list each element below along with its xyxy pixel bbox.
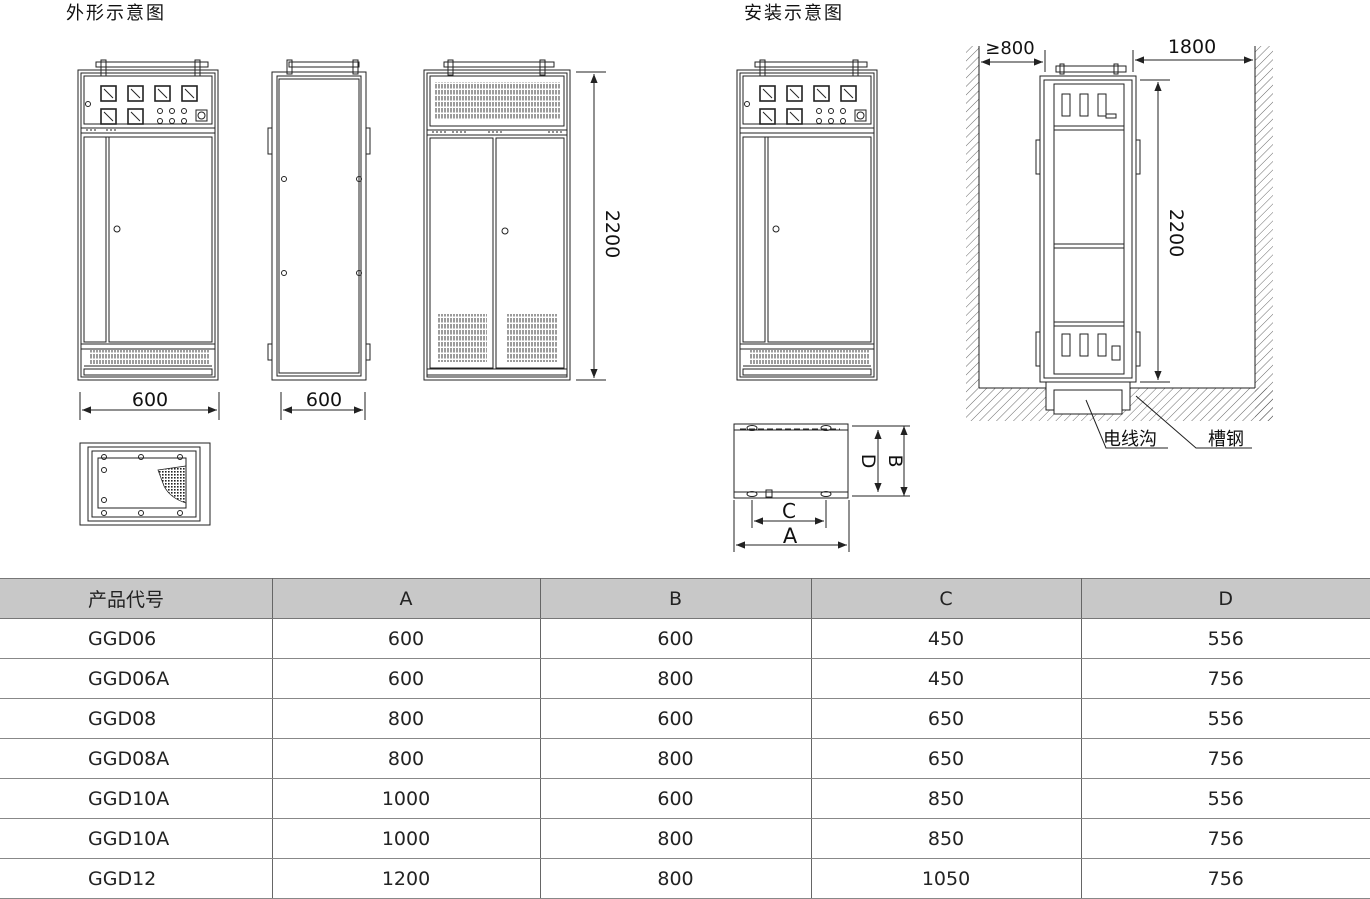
dimension-C-label: C bbox=[782, 499, 796, 523]
product-code-cell: GGD10A bbox=[0, 778, 273, 819]
channel-steel-label: 槽钢 bbox=[1208, 429, 1244, 450]
technical-drawing: 外形示意图 安装示意图 bbox=[66, 3, 1273, 552]
product-code-cell: GGD08 bbox=[0, 698, 273, 739]
table-row: GGD06A 600 800 450 756 bbox=[0, 658, 1370, 699]
front-height-dimension: 2200 bbox=[576, 71, 623, 381]
table-cell: 650 bbox=[811, 698, 1082, 739]
install-height-label: 2200 bbox=[1165, 209, 1187, 257]
column-header-B: B bbox=[540, 578, 812, 619]
product-code-cell: GGD08A bbox=[0, 738, 273, 779]
table-cell: 850 bbox=[811, 778, 1082, 819]
table-cell: 800 bbox=[272, 698, 541, 739]
front-width-dimension: 600 bbox=[79, 389, 220, 420]
column-header-A: A bbox=[272, 578, 541, 619]
table-cell: 850 bbox=[811, 818, 1082, 859]
table-cell: 800 bbox=[540, 858, 812, 899]
table-row: GGD10A 1000 600 850 556 bbox=[0, 778, 1370, 819]
product-code-cell: GGD12 bbox=[0, 858, 273, 899]
product-code-cell: GGD06 bbox=[0, 618, 273, 659]
product-code-cell: GGD06A bbox=[0, 658, 273, 699]
table-cell: 800 bbox=[540, 658, 812, 699]
installation-front-view bbox=[736, 59, 878, 381]
table-row: GGD08A 800 800 650 756 bbox=[0, 738, 1370, 779]
column-header-product-code: 产品代号 bbox=[0, 578, 273, 619]
table-cell: 1000 bbox=[272, 778, 541, 819]
table-header-row: 产品代号 A B C D bbox=[0, 578, 1370, 619]
table-row: GGD12 1200 800 1050 756 bbox=[0, 858, 1370, 899]
table-cell: 1200 bbox=[272, 858, 541, 899]
front-height-label: 2200 bbox=[601, 210, 623, 258]
dimension-D-label: D bbox=[857, 454, 879, 469]
table-cell: 600 bbox=[540, 618, 812, 659]
cable-trench-label: 电线沟 bbox=[1103, 429, 1157, 450]
column-header-D: D bbox=[1081, 578, 1370, 619]
rear-clearance-label: 1800 bbox=[1168, 36, 1216, 58]
table-cell: 1050 bbox=[811, 858, 1082, 899]
cabinet-rear-view bbox=[423, 59, 571, 381]
table-cell: 450 bbox=[811, 618, 1082, 659]
table-cell: 556 bbox=[1081, 778, 1370, 819]
table-cell: 1000 bbox=[272, 818, 541, 859]
front-width-label: 600 bbox=[132, 389, 168, 411]
installation-diagram-title: 安装示意图 bbox=[744, 3, 844, 24]
dimension-A-label: A bbox=[783, 524, 798, 548]
table-cell: 800 bbox=[540, 738, 812, 779]
table-cell: 756 bbox=[1081, 818, 1370, 859]
specifications-table: 产品代号 A B C D GGD06 600 600 450 556 GGD06… bbox=[0, 578, 1370, 899]
table-cell: 450 bbox=[811, 658, 1082, 699]
table-cell: 800 bbox=[272, 738, 541, 779]
table-cell: 600 bbox=[272, 658, 541, 699]
outline-diagram-title: 外形示意图 bbox=[66, 3, 166, 24]
right-wall-hatching bbox=[1255, 46, 1273, 421]
base-plan-view bbox=[79, 442, 211, 526]
table-row: GGD06 600 600 450 556 bbox=[0, 618, 1370, 659]
table-cell: 756 bbox=[1081, 858, 1370, 899]
side-width-dimension: 600 bbox=[280, 389, 366, 420]
table-cell: 600 bbox=[272, 618, 541, 659]
table-row: GGD10A 1000 800 850 756 bbox=[0, 818, 1370, 859]
front-clearance-label: ≥800 bbox=[985, 38, 1034, 59]
meter-windows bbox=[100, 85, 198, 125]
side-width-label: 600 bbox=[306, 389, 342, 411]
table-cell: 650 bbox=[811, 738, 1082, 779]
dimension-B-label: B bbox=[884, 454, 906, 467]
product-code-cell: GGD10A bbox=[0, 818, 273, 859]
base-dimension-drawing: D B C A bbox=[733, 423, 910, 552]
cabinet-front-view bbox=[77, 59, 219, 381]
table-cell: 600 bbox=[540, 698, 812, 739]
table-cell: 556 bbox=[1081, 618, 1370, 659]
table-cell: 756 bbox=[1081, 658, 1370, 699]
cabinet-side-view bbox=[267, 59, 371, 381]
column-header-C: C bbox=[811, 578, 1082, 619]
table-cell: 800 bbox=[540, 818, 812, 859]
installation-side-section: ≥800 1800 2200 电线沟 槽钢 bbox=[966, 36, 1273, 450]
table-cell: 556 bbox=[1081, 698, 1370, 739]
table-cell: 756 bbox=[1081, 738, 1370, 779]
table-cell: 600 bbox=[540, 778, 812, 819]
left-wall-hatching bbox=[966, 46, 979, 388]
table-row: GGD08 800 600 650 556 bbox=[0, 698, 1370, 739]
